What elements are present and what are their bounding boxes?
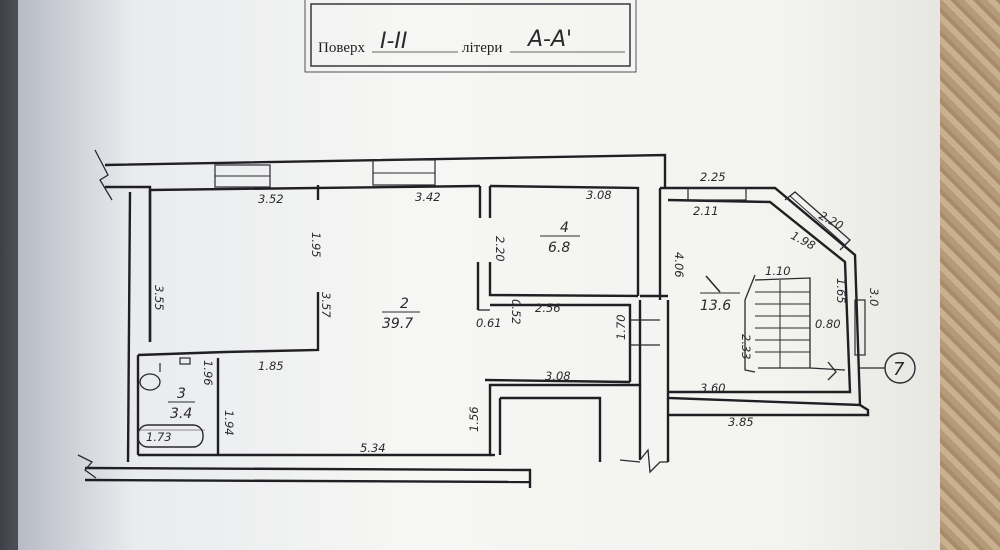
fixtures — [137, 373, 205, 448]
room-4-area: 6.8 — [548, 240, 570, 256]
room-2-number: 2 — [400, 296, 409, 312]
doors — [159, 319, 660, 372]
dim-main-inner: 3.57 — [319, 292, 333, 318]
dim-top-3: 3.08 — [586, 188, 612, 202]
dim-wing-bay-outer: 2.20 — [817, 208, 846, 232]
room-4-number: 4 — [560, 220, 569, 236]
dim-door-width: 0.52 — [509, 299, 523, 325]
letters-value: A-A' — [526, 27, 572, 52]
floor-value: I-II — [380, 29, 407, 54]
dim-main-bottom: 5.34 — [360, 441, 386, 455]
section-marker: 7 — [860, 352, 916, 384]
dim-main-left: 3.55 — [152, 285, 166, 311]
dim-wing-left: 4.06 — [672, 252, 686, 278]
dim-bath-top: 1.96 — [201, 360, 215, 386]
windows — [214, 159, 866, 356]
dim-stair-top: 1.10 — [765, 264, 791, 278]
dim-wing-right: 1.65 — [834, 278, 848, 304]
room-3-area: 3.4 — [170, 406, 192, 422]
dimension-labels: 3.52 3.42 3.08 2.25 2.11 2.20 1.98 1.95 … — [152, 170, 881, 455]
dim-wall-small: 0.61 — [476, 316, 502, 330]
staircase — [744, 274, 846, 381]
dim-top-1: 3.52 — [258, 192, 284, 206]
carpet-background — [940, 0, 1000, 550]
dim-wing-inner: 2.11 — [693, 204, 719, 218]
floor-label: Поверх — [318, 40, 365, 56]
room-2-area: 39.7 — [382, 316, 413, 332]
marker-number: 7 — [893, 359, 905, 380]
dim-wing-bay-inner: 1.98 — [789, 228, 818, 252]
room-3-number: 3 — [177, 386, 186, 402]
dim-wing-top: 2.25 — [700, 170, 726, 184]
dim-stair-length: 2.33 — [739, 334, 753, 360]
dim-wing-bottom-outer: 3.85 — [728, 415, 754, 429]
dim-corridor-bottom: 3.08 — [545, 369, 571, 383]
dim-stair-landing: 0.80 — [815, 317, 841, 331]
dim-lower-step: 1.56 — [467, 406, 481, 432]
dim-left-upper: 1.95 — [309, 232, 323, 258]
dim-top-2: 3.42 — [415, 190, 441, 204]
dim-wing-outer-right: 3.0 — [867, 288, 881, 306]
walls — [77, 149, 870, 488]
dim-corridor-right: 1.70 — [614, 314, 628, 340]
room-labels: 2 39.7 3 3.4 4 6.8 13.6 1.73 — [146, 220, 740, 444]
dim-room4-left: 2.20 — [493, 236, 507, 262]
paper-sheet — [18, 0, 978, 550]
dim-bath-right: 1.85 — [258, 359, 284, 373]
bath-label: 1.73 — [146, 430, 172, 444]
room-5-area: 13.6 — [700, 298, 731, 314]
letters-label: літери — [462, 40, 502, 56]
dim-wing-bottom-inner: 3.60 — [700, 381, 726, 395]
dim-bath-side: 1.94 — [222, 410, 236, 436]
dim-corridor-top: 2.56 — [535, 301, 561, 315]
title-block: Поверх I-II літери A-A' — [304, 0, 637, 73]
